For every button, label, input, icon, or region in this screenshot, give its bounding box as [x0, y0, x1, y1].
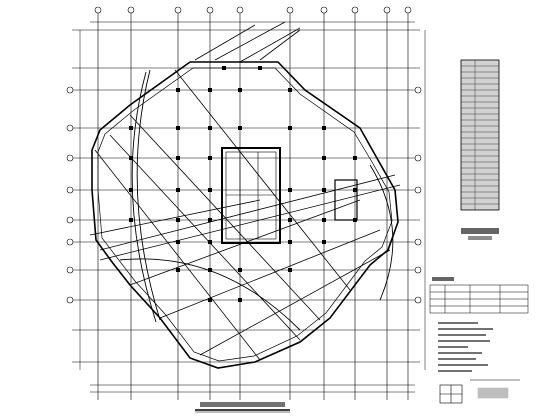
slab-outline — [91, 61, 399, 369]
core-walls — [221, 147, 358, 244]
notes-panel — [460, 59, 500, 240]
legend-table — [429, 277, 529, 314]
dimension-lines — [79, 21, 426, 393]
section-detail — [439, 379, 520, 404]
general-notes — [438, 322, 493, 372]
grid-axis-bubbles-top — [94, 6, 412, 14]
columns — [129, 66, 357, 302]
grid-axis-bubbles-left — [66, 86, 74, 304]
curved-walls — [119, 69, 394, 331]
vertical-grid-lines — [97, 10, 409, 400]
horizontal-grid-lines — [72, 29, 420, 363]
drawing-title-block — [195, 402, 290, 413]
grid-axis-bubbles-right — [414, 86, 422, 304]
diagonal-beams — [89, 21, 401, 361]
